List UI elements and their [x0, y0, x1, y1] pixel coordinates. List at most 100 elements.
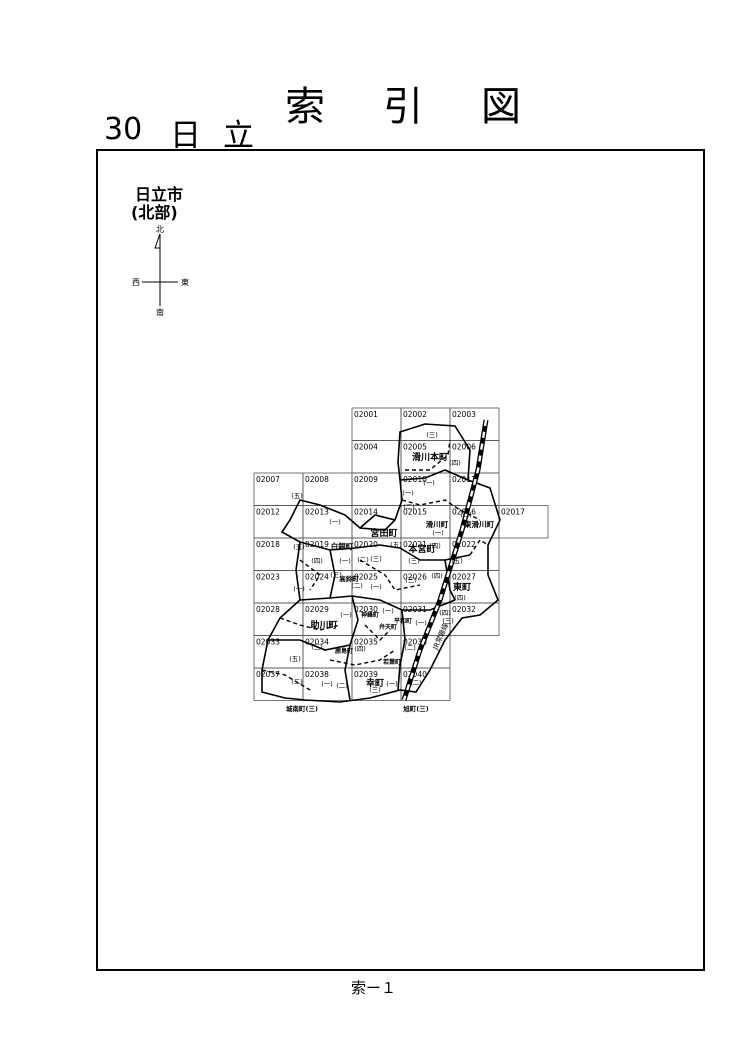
place-label: 助川町: [310, 619, 337, 631]
map-sheet-number: 02036: [403, 638, 427, 647]
compass-north: 北: [156, 225, 164, 234]
place-label: 東町: [453, 581, 471, 593]
district-marker: (四): [454, 594, 466, 602]
map-sheet-number: 02004: [354, 443, 378, 452]
dashed-boundary-5: [279, 617, 341, 631]
map-sheet-number: 02023: [256, 573, 280, 582]
district-marker: (四): [431, 572, 443, 580]
district-marker: (五): [289, 655, 301, 663]
map-sheet-number: 02009: [354, 475, 378, 484]
map-sheet-number: 02038: [305, 670, 329, 679]
map-sheet-number: 02035: [354, 638, 378, 647]
map-sheet-number: 02015: [403, 508, 427, 517]
district-marker: (二): [404, 644, 416, 652]
district-marker: (一): [432, 529, 444, 537]
map-sheet-number: 02001: [354, 410, 378, 419]
map-sheet-number: 02021: [403, 540, 427, 549]
dashed-boundaries: [261, 439, 489, 691]
place-labels: 滑川本町滑川町東滑川町宮田町本宮町白銀町東町助川町幸町高鈴町神峰町平和町弁天町鹿…: [286, 431, 494, 713]
district-marker: (四): [429, 542, 441, 550]
map-sheet-number: 02037: [256, 670, 280, 679]
map-sheet-number: 02005: [403, 443, 427, 452]
district-marker: (一): [423, 479, 435, 487]
boundary-4: [397, 609, 406, 691]
district-boundaries: [261, 423, 501, 703]
district-marker: (五): [390, 541, 402, 549]
place-label: 城南町(三): [286, 704, 318, 713]
dashed-boundary-3: [299, 559, 321, 591]
place-label: 神峰町: [361, 611, 379, 619]
map-sheet-number: 02003: [452, 410, 476, 419]
map-sheet-number: 02013: [305, 508, 329, 517]
map-sheet-cell: [400, 667, 451, 701]
district-marker: (三): [370, 555, 382, 563]
place-label: 白銀町: [331, 541, 354, 551]
district-marker: (三): [311, 643, 323, 651]
place-label: 滑川町: [426, 519, 449, 529]
district-marker: (三): [442, 617, 454, 625]
dashed-boundary-6: [329, 649, 396, 666]
page-title: 索引図: [285, 84, 579, 130]
map-sheet-number: 02032: [452, 605, 476, 614]
map-sheet-number: 02008: [305, 475, 329, 484]
map-sheet-number: 02017: [501, 508, 525, 517]
map-sheet-number: 02029: [305, 605, 329, 614]
place-label: 鹿島町: [334, 647, 353, 655]
map-sheet-number: 02034: [305, 638, 329, 647]
place-label: 幸町: [366, 677, 384, 689]
section-number: 30: [104, 112, 143, 147]
district-marker: (一): [415, 619, 427, 627]
district-marker: (三): [426, 431, 438, 439]
district-marker: (五): [451, 557, 463, 565]
map-sheet-number: 02040: [403, 670, 427, 679]
district-marker: (四): [311, 557, 323, 565]
railway-ties: [402, 419, 488, 701]
map-sheet-number: 02012: [256, 508, 280, 517]
map-sheet-number: 02002: [403, 410, 427, 419]
boundary-1: [299, 541, 471, 561]
dashed-boundary-9: [364, 624, 391, 641]
place-label: 滑川本町: [412, 451, 448, 463]
district-marker: (三): [405, 576, 417, 584]
map-sheet-number: 02014: [354, 508, 378, 517]
map-sheet-number: 02039: [354, 670, 378, 679]
map-sheet-number: 02027: [452, 573, 476, 582]
map-sheet-cell: [449, 602, 500, 636]
map-sheet-number: 02006: [452, 443, 476, 452]
boundary-8: [359, 514, 396, 529]
district-marker: (二): [460, 511, 472, 519]
map-sheet-number: 02028: [256, 605, 280, 614]
dashed-boundary-7: [261, 669, 311, 691]
district-marker: (一): [382, 607, 394, 615]
district-marker: (五): [293, 543, 305, 551]
map-frame: [96, 149, 705, 971]
north-arrow-icon: [154, 233, 161, 249]
boundary-9: [444, 559, 456, 601]
map-sheet-number: 02030: [354, 605, 378, 614]
map-sheet-number: 02026: [403, 573, 427, 582]
district-marker: (一): [386, 680, 398, 688]
district-marker: (二): [336, 682, 348, 690]
district-marker: (三): [330, 571, 342, 579]
boundary-7: [399, 469, 469, 481]
dashed-boundary-8: [469, 539, 489, 556]
city-subtitle: (北部): [131, 203, 178, 222]
map-sheet-number: 02011: [452, 475, 476, 484]
place-label: 宮田町: [370, 527, 397, 539]
district-marker: (三): [369, 686, 381, 694]
district-marker: (一): [321, 680, 333, 688]
map-sheet-number: 02024: [305, 573, 329, 582]
boundary-5: [329, 549, 336, 599]
place-label: 東滑川町: [464, 519, 494, 529]
district-marker: (二): [291, 678, 303, 686]
district-marker: (二): [351, 582, 363, 590]
page-footer: 索ー１: [350, 979, 396, 997]
district-marker: (五): [291, 492, 303, 500]
dashed-boundary-2: [401, 499, 481, 521]
compass-south: 南: [156, 307, 164, 317]
district-marker: (四): [354, 645, 366, 653]
map-sheet-number: 02025: [354, 573, 378, 582]
district-marker: (二): [403, 503, 415, 511]
